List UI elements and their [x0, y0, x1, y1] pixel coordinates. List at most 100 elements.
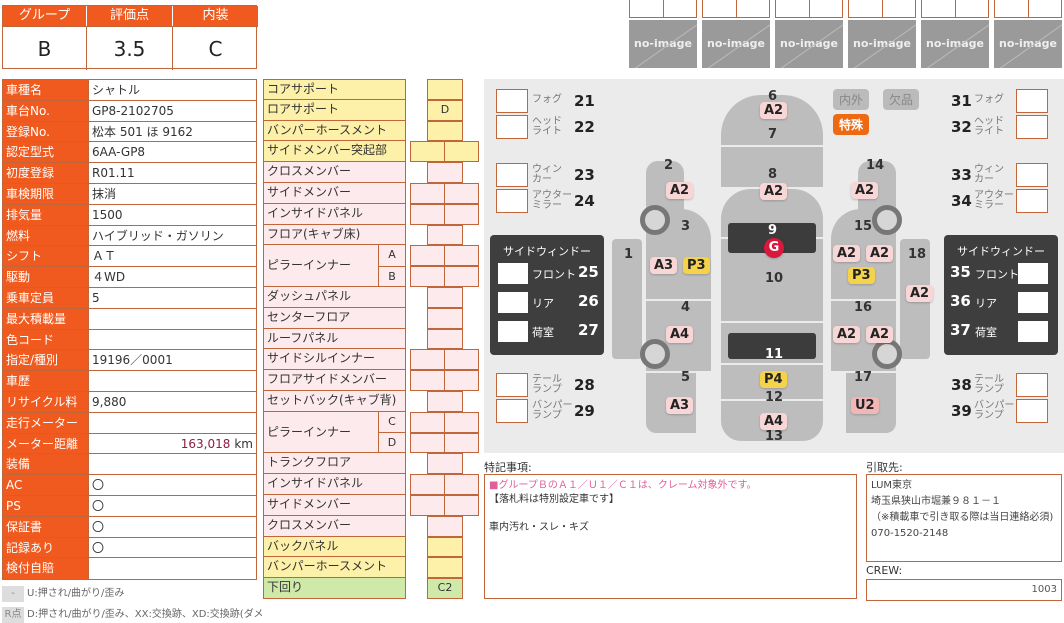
- photo-tab[interactable]: [702, 0, 737, 18]
- damage-badge-a2[interactable]: A2: [760, 183, 788, 200]
- damage-badge-a2[interactable]: A2: [866, 245, 894, 262]
- damage-badge-a2[interactable]: A2: [760, 102, 788, 119]
- frame-cell[interactable]: [427, 307, 463, 329]
- damage-badge-u2[interactable]: U2: [851, 397, 879, 414]
- damage-badge-p3[interactable]: P3: [683, 257, 710, 274]
- frame-cell[interactable]: [427, 328, 463, 350]
- lamp-21-box[interactable]: [496, 89, 528, 113]
- photo-tab[interactable]: [663, 0, 697, 18]
- photo-slot[interactable]: no-image: [921, 0, 989, 70]
- frame-cell[interactable]: [444, 495, 479, 516]
- no-image-placeholder[interactable]: no-image: [921, 20, 989, 68]
- lamp-39-box[interactable]: [1016, 399, 1048, 423]
- frame-cell[interactable]: [410, 474, 445, 495]
- damage-badge-a4[interactable]: A4: [666, 326, 694, 343]
- window-27-box[interactable]: [498, 321, 528, 342]
- window-26-box[interactable]: [498, 292, 528, 313]
- frame-cell[interactable]: [410, 245, 445, 267]
- frame-cell[interactable]: [427, 162, 463, 183]
- damage-badge-a3[interactable]: A3: [650, 257, 678, 274]
- frame-cell[interactable]: [444, 370, 479, 391]
- part-10[interactable]: [721, 261, 823, 321]
- photo-slot[interactable]: no-image: [775, 0, 843, 70]
- damage-badge-g[interactable]: G: [764, 238, 784, 258]
- lamp-24-box[interactable]: [496, 189, 528, 213]
- frame-cell[interactable]: D: [427, 99, 463, 121]
- damage-badge-a2[interactable]: A2: [906, 285, 934, 302]
- damage-badge-a2[interactable]: A2: [833, 326, 861, 343]
- window-36-box[interactable]: [1018, 292, 1048, 313]
- special-toggle[interactable]: 特殊: [833, 114, 870, 135]
- frame-cell[interactable]: [427, 287, 463, 308]
- part-11-window[interactable]: [728, 333, 816, 359]
- frame-cell[interactable]: [444, 432, 479, 454]
- damage-badge-a2[interactable]: A2: [866, 326, 894, 343]
- part-1[interactable]: [612, 239, 642, 359]
- window-25-box[interactable]: [498, 263, 528, 284]
- inner-outer-toggle[interactable]: 内外: [833, 89, 870, 110]
- photo-slot[interactable]: no-image: [994, 0, 1062, 70]
- no-image-placeholder[interactable]: no-image: [994, 20, 1062, 68]
- damage-badge-a2[interactable]: A2: [851, 182, 879, 199]
- frame-cell[interactable]: [410, 370, 445, 391]
- frame-cell[interactable]: [410, 203, 445, 225]
- frame-cell[interactable]: [410, 495, 445, 516]
- part-7[interactable]: [721, 147, 823, 187]
- frame-cell[interactable]: [427, 79, 463, 100]
- no-image-placeholder[interactable]: no-image: [702, 20, 770, 68]
- lamp-23-box[interactable]: [496, 163, 528, 187]
- photo-tab[interactable]: [882, 0, 916, 18]
- no-image-placeholder[interactable]: no-image: [629, 20, 697, 68]
- frame-cell[interactable]: C2: [427, 578, 463, 599]
- frame-cell[interactable]: [410, 183, 445, 204]
- frame-cell[interactable]: [410, 349, 445, 371]
- photo-tab[interactable]: [736, 0, 770, 18]
- frame-cell[interactable]: [444, 245, 479, 267]
- lamp-22-box[interactable]: [496, 115, 528, 139]
- photo-tab[interactable]: [848, 0, 883, 18]
- frame-cell[interactable]: [444, 266, 479, 287]
- photo-tab[interactable]: [1028, 0, 1062, 18]
- photo-tab[interactable]: [955, 0, 989, 18]
- frame-cell[interactable]: [410, 141, 445, 163]
- frame-cell[interactable]: [444, 141, 479, 163]
- frame-cell[interactable]: [444, 203, 479, 225]
- frame-cell[interactable]: [427, 453, 463, 475]
- photo-tab[interactable]: [629, 0, 664, 18]
- damage-badge-a4[interactable]: A4: [760, 413, 788, 430]
- lamp-29-box[interactable]: [496, 399, 528, 423]
- photo-slot[interactable]: no-image: [629, 0, 697, 70]
- photo-tab[interactable]: [775, 0, 810, 18]
- frame-cell[interactable]: [410, 266, 445, 287]
- frame-cell[interactable]: [410, 432, 445, 454]
- no-image-placeholder[interactable]: no-image: [775, 20, 843, 68]
- lamp-28-box[interactable]: [496, 373, 528, 397]
- damage-badge-a2[interactable]: A2: [833, 245, 861, 262]
- frame-cell[interactable]: [427, 557, 463, 579]
- window-35-box[interactable]: [1018, 263, 1048, 284]
- frame-cell[interactable]: [444, 411, 479, 433]
- missing-toggle[interactable]: 欠品: [883, 89, 920, 110]
- photo-tab[interactable]: [809, 0, 843, 18]
- no-image-placeholder[interactable]: no-image: [848, 20, 916, 68]
- lamp-31-box[interactable]: [1016, 89, 1048, 113]
- damage-badge-a2[interactable]: A2: [666, 182, 694, 199]
- frame-cell[interactable]: [410, 411, 445, 433]
- frame-cell[interactable]: [444, 474, 479, 495]
- photo-tab[interactable]: [994, 0, 1029, 18]
- damage-badge-p4[interactable]: P4: [760, 371, 787, 388]
- frame-cell[interactable]: [444, 349, 479, 371]
- frame-cell[interactable]: [427, 536, 463, 558]
- photo-slot[interactable]: no-image: [848, 0, 916, 70]
- frame-cell[interactable]: [427, 120, 463, 142]
- frame-cell[interactable]: [427, 391, 463, 412]
- photo-tab[interactable]: [921, 0, 956, 18]
- photo-slot[interactable]: no-image: [702, 0, 770, 70]
- window-37-box[interactable]: [1018, 321, 1048, 342]
- frame-cell[interactable]: [427, 224, 463, 246]
- lamp-32-box[interactable]: [1016, 115, 1048, 139]
- lamp-33-box[interactable]: [1016, 163, 1048, 187]
- frame-cell[interactable]: [444, 183, 479, 204]
- lamp-34-box[interactable]: [1016, 189, 1048, 213]
- lamp-38-box[interactable]: [1016, 373, 1048, 397]
